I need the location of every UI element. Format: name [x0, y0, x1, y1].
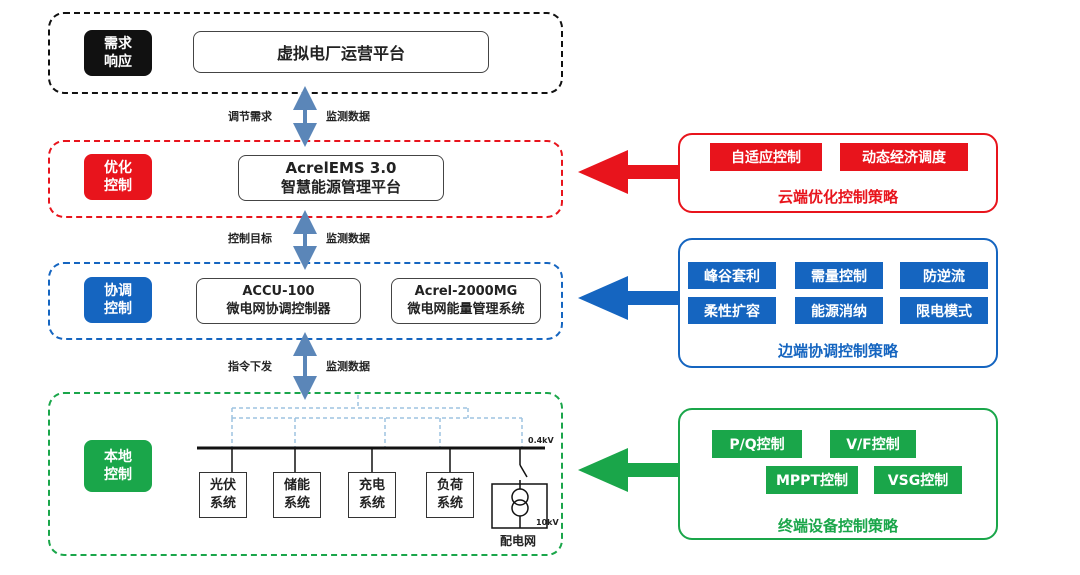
device-pv[interactable]: 光伏 系统	[199, 472, 247, 518]
strategy-arrow-cloud	[578, 150, 679, 194]
link3-left-label: 指令下发	[228, 360, 272, 373]
voltage-low-label: 0.4kV	[528, 436, 554, 445]
grid-branch	[491, 448, 548, 529]
device-charging[interactable]: 充电 系统	[348, 472, 396, 518]
panel-terminal-title: 终端设备控制策略	[777, 517, 898, 535]
transformer-upper-coil	[511, 488, 529, 506]
vpp-platform-box[interactable]: 虚拟电厂运营平台	[193, 31, 489, 73]
grid-frame	[491, 483, 548, 529]
comm-lines	[231, 395, 523, 448]
strategy-pq-control[interactable]: P/Q控制	[712, 430, 802, 458]
link3-right-label: 监测数据	[326, 360, 370, 373]
strategy-power-limit-mode[interactable]: 限电模式	[900, 297, 988, 324]
device-load[interactable]: 负荷 系统	[426, 472, 474, 518]
panel-cloud-title: 云端优化控制策略	[777, 188, 898, 206]
strategy-energy-absorption[interactable]: 能源消纳	[795, 297, 883, 324]
device-drops	[231, 448, 451, 472]
badge-optimize: 优化 控制	[84, 154, 152, 200]
grid-label: 配电网	[500, 534, 537, 548]
accu-controller-model: ACCU-100	[242, 284, 315, 299]
accu-controller-box[interactable]: ACCU-100 微电网协调控制器	[196, 278, 361, 324]
strategy-demand-control[interactable]: 需量控制	[795, 262, 883, 289]
strategy-anti-backflow[interactable]: 防逆流	[900, 262, 988, 289]
panel-edge-title: 边端协调控制策略	[777, 342, 898, 360]
device-storage[interactable]: 储能 系统	[273, 472, 321, 518]
mg-ems-box[interactable]: Acrel-2000MG 微电网能量管理系统	[391, 278, 541, 324]
ems-platform-desc: 智慧能源管理平台	[280, 178, 401, 196]
strategy-adaptive-control[interactable]: 自适应控制	[710, 143, 822, 171]
mg-ems-desc: 微电网能量管理系统	[407, 302, 525, 317]
strategy-arrow-terminal	[578, 448, 679, 492]
strategy-flexible-expansion[interactable]: 柔性扩容	[688, 297, 776, 324]
strategy-vf-control[interactable]: V/F控制	[830, 430, 916, 458]
strategy-arrow-edge	[578, 276, 679, 320]
ems-platform-name: AcrelEMS 3.0	[285, 159, 397, 177]
badge-demand: 需求 响应	[84, 30, 152, 76]
strategy-vsg-control[interactable]: VSG控制	[874, 466, 962, 494]
vpp-platform-label: 虚拟电厂运营平台	[276, 44, 405, 63]
link1-right-label: 监测数据	[326, 110, 370, 123]
strategy-dynamic-dispatch[interactable]: 动态经济调度	[840, 143, 968, 171]
ems-platform-box[interactable]: AcrelEMS 3.0 智慧能源管理平台	[238, 155, 444, 201]
link2-right-label: 监测数据	[326, 232, 370, 245]
transformer-lower-coil	[511, 499, 529, 517]
mg-ems-model: Acrel-2000MG	[414, 284, 518, 299]
link1-left-label: 调节需求	[228, 110, 272, 123]
strategy-mppt-control[interactable]: MPPT控制	[766, 466, 858, 494]
voltage-high-label: 10kV	[536, 518, 559, 527]
link2-left-label: 控制目标	[228, 232, 272, 245]
badge-coordinate: 协调 控制	[84, 277, 152, 323]
strategy-peak-valley-arbitrage[interactable]: 峰谷套利	[688, 262, 776, 289]
badge-local: 本地 控制	[84, 440, 152, 492]
accu-controller-desc: 微电网协调控制器	[226, 302, 331, 317]
panel-cloud	[678, 133, 998, 213]
